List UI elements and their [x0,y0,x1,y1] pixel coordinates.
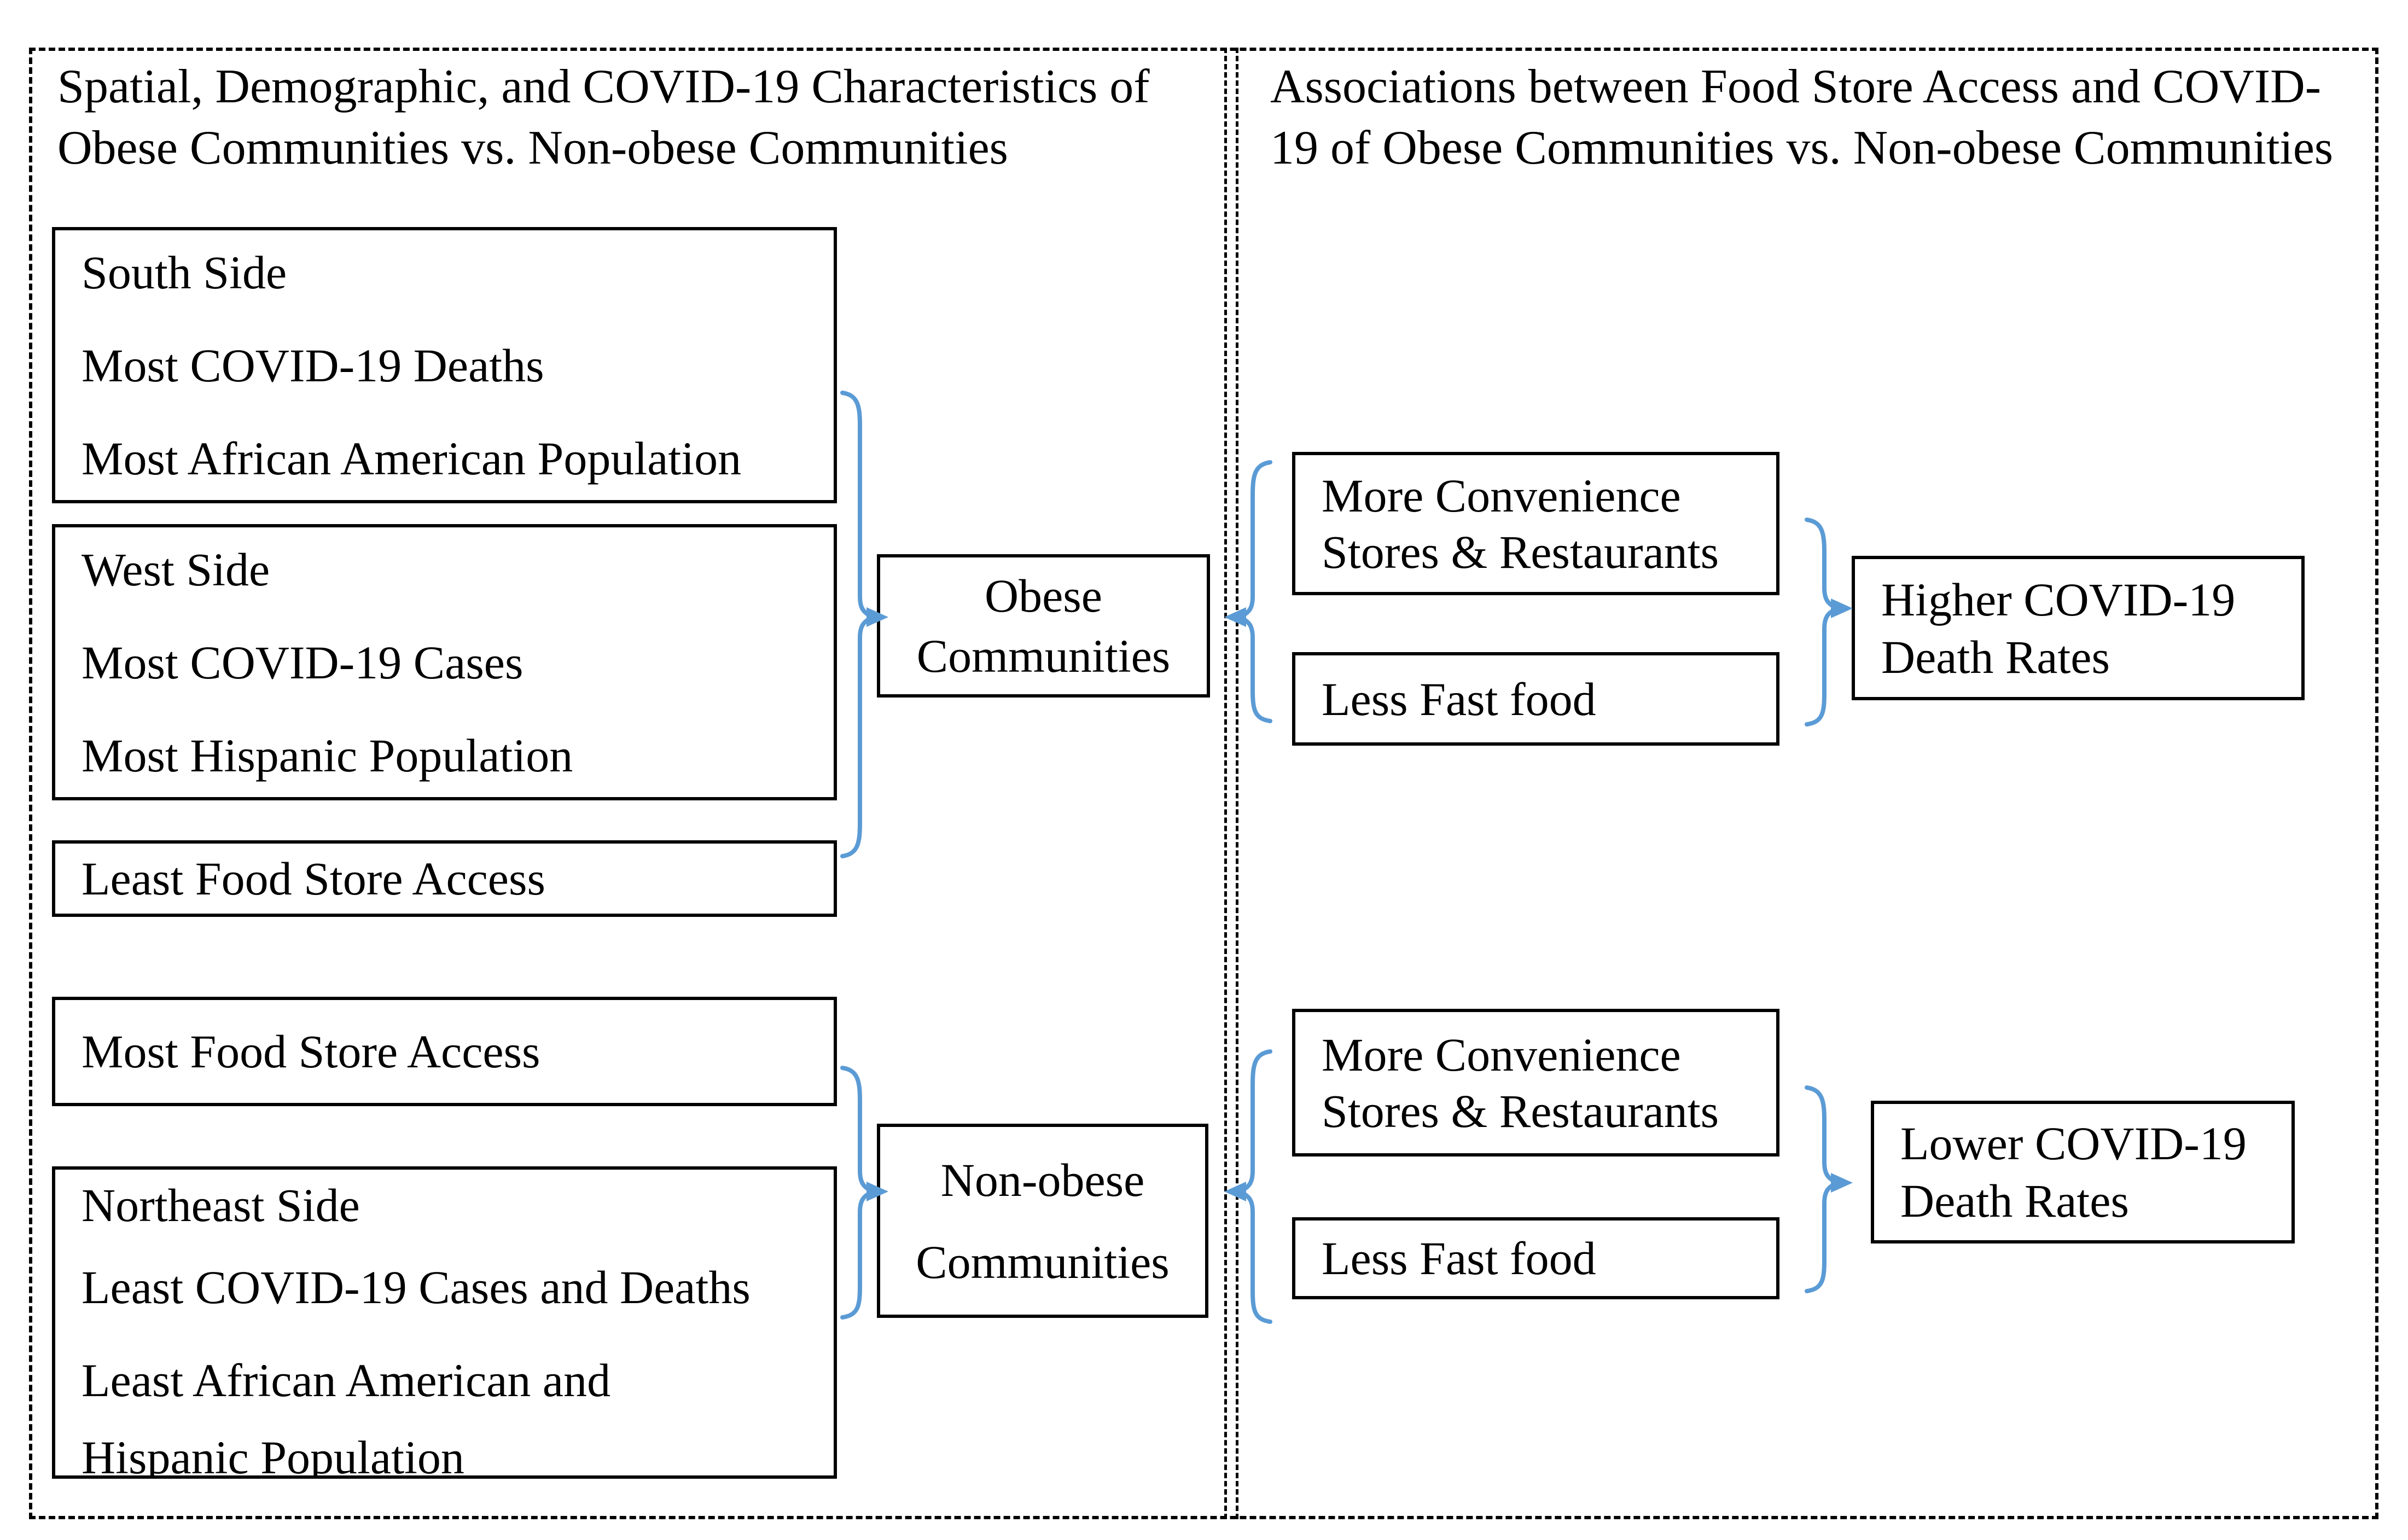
box-line: Non-obese [940,1153,1145,1206]
box-line: Death Rates [1900,1175,2129,1227]
box-line: Obese [985,569,1102,622]
box-line: Most COVID-19 Cases [82,636,524,689]
box-line: Least Food Store Access [82,852,545,905]
left-panel-right-dashed-border [1224,48,1227,1519]
right-panel-left-dashed-border [1236,48,1238,1519]
left-panel-title: Spatial, Demographic, and COVID-19 Chara… [57,56,1150,179]
box-line: Less Fast food [1322,672,1596,725]
box-non-obese-communities: Non-obese Communities [877,1124,1208,1318]
box-line: Least COVID-19 Cases and Deaths [82,1261,751,1314]
left-panel-title-line: Spatial, Demographic, and COVID-19 Chara… [57,60,1150,113]
box-line: Stores & Restaurants [1322,1084,1719,1137]
box-line: Communities [916,630,1171,682]
box-more-convenience-bottom: More Convenience Stores & Restaurants [1292,1009,1779,1157]
box-line: Most COVID-19 Deaths [82,339,544,392]
box-line: Less Fast food [1322,1232,1596,1285]
box-line: Death Rates [1881,630,2110,683]
box-lower-covid-death-rates: Lower COVID-19 Death Rates [1871,1101,2295,1243]
box-line: Most Hispanic Population [82,729,573,782]
right-panel-title: Associations between Food Store Access a… [1270,56,2333,179]
box-line: Communities [916,1235,1170,1288]
left-panel-title-line: Obese Communities vs. Non-obese Communit… [57,121,1008,175]
box-less-fast-food-bottom: Less Fast food [1292,1217,1779,1299]
box-line: Least African American and [82,1354,611,1407]
box-least-food-store-access: Least Food Store Access [52,840,837,917]
box-line: South Side [82,246,287,299]
box-line: Higher COVID-19 [1881,573,2236,626]
box-line: Lower COVID-19 [1900,1117,2247,1170]
box-most-food-store-access: Most Food Store Access [52,997,837,1106]
box-line: Most African American Population [82,432,742,485]
box-line: Most Food Store Access [82,1025,540,1078]
box-line: Northeast Side [82,1179,360,1231]
box-line: West Side [82,543,270,596]
box-west-side: West Side Most COVID-19 Cases Most Hispa… [52,524,837,800]
box-south-side: South Side Most COVID-19 Deaths Most Afr… [52,227,837,503]
box-line: Hispanic Population [82,1431,464,1479]
outer-dashed-frame [29,48,2378,1519]
box-higher-covid-death-rates: Higher COVID-19 Death Rates [1852,556,2305,700]
box-northeast-side: Northeast Side Least COVID-19 Cases and … [52,1166,837,1479]
right-panel-title-line: Associations between Food Store Access a… [1270,60,2322,113]
box-less-fast-food-top: Less Fast food [1292,652,1779,746]
box-more-convenience-top: More Convenience Stores & Restaurants [1292,452,1779,595]
box-obese-communities: Obese Communities [877,554,1210,698]
box-line: Stores & Restaurants [1322,525,1719,578]
right-panel-title-line: 19 of Obese Communities vs. Non-obese Co… [1270,121,2334,175]
box-line: More Convenience [1322,469,1681,522]
box-line: More Convenience [1322,1028,1681,1081]
